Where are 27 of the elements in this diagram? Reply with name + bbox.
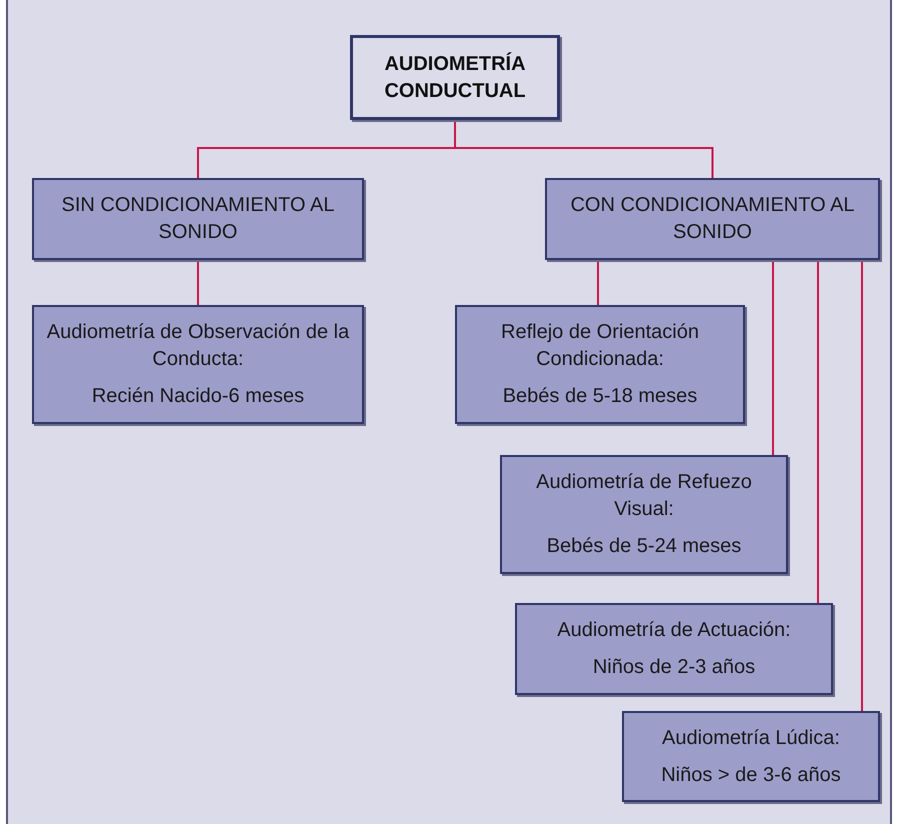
category-box [32,305,364,424]
title-box [350,35,560,120]
category-box [455,305,745,424]
age-range: Niños de 2-3 años [592,655,756,680]
box-heading: Reflejo de Orientación Condicionada: [500,320,700,372]
box-heading: AUDIOMETRÍA CONDUCTUAL [383,51,527,104]
connector-line [597,260,599,305]
category-box [622,711,880,802]
age-range: Niños > de 3-6 años [661,762,841,788]
connector-line [772,260,774,455]
connector-line [817,260,819,603]
category-box [545,178,880,260]
age-range: Bebés de 5-18 meses [502,384,698,409]
box-heading: Audiometría de Actuación: [557,618,791,643]
box-heading: SIN CONDICIONAMIENTO AL SONIDO [60,193,336,245]
category-box [500,455,788,574]
box-heading: Audiometría de Observación de la Conducta: [46,320,350,372]
box-heading: Audiometría Lúdica: [662,726,840,750]
box-heading: CON CONDICIONAMIENTO AL SONIDO [569,193,856,245]
connector-line [454,120,714,178]
age-range: Bebés de 5-24 meses [546,534,742,559]
category-box [32,178,364,260]
age-range: Recién Nacido-6 meses [92,384,304,409]
connector-line [861,260,863,711]
box-heading: Audiometría de Refuezo Visual: [535,470,753,522]
connector-line [197,260,199,305]
category-box [515,603,833,695]
